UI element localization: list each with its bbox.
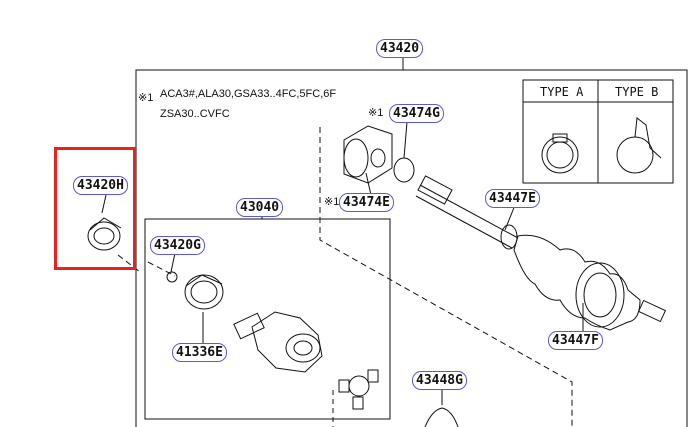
main-frame bbox=[135, 69, 688, 427]
part-label-43474g[interactable]: 43474G bbox=[389, 104, 444, 123]
note-mark: ※1 bbox=[138, 92, 154, 104]
highlight-box bbox=[54, 147, 136, 270]
part-label-43474e[interactable]: 43474E bbox=[339, 193, 394, 212]
part-label-43420[interactable]: 43420 bbox=[376, 39, 424, 58]
applicability-line-2: ZSA30..CVFC bbox=[160, 108, 230, 120]
part-label-43040[interactable]: 43040 bbox=[236, 198, 284, 217]
type-b-label: TYPE B bbox=[615, 85, 659, 99]
part-label-43447e[interactable]: 43447E bbox=[485, 189, 540, 208]
part-label-43420h[interactable]: 43420H bbox=[73, 176, 128, 195]
inboard-frame bbox=[144, 218, 391, 420]
part-label-43448g[interactable]: 43448G bbox=[412, 371, 467, 390]
part-label-43447f[interactable]: 43447F bbox=[548, 331, 603, 350]
damper-e-mark: ※1 bbox=[324, 196, 340, 208]
type-a-label: TYPE A bbox=[540, 85, 584, 99]
part-label-43420g[interactable]: 43420G bbox=[150, 236, 205, 255]
damper-g-mark: ※1 bbox=[368, 107, 384, 119]
applicability-line-1: ACA3#,ALA30,GSA33..4FC,5FC,6F bbox=[160, 88, 337, 100]
part-label-41336e[interactable]: 41336E bbox=[172, 343, 227, 362]
